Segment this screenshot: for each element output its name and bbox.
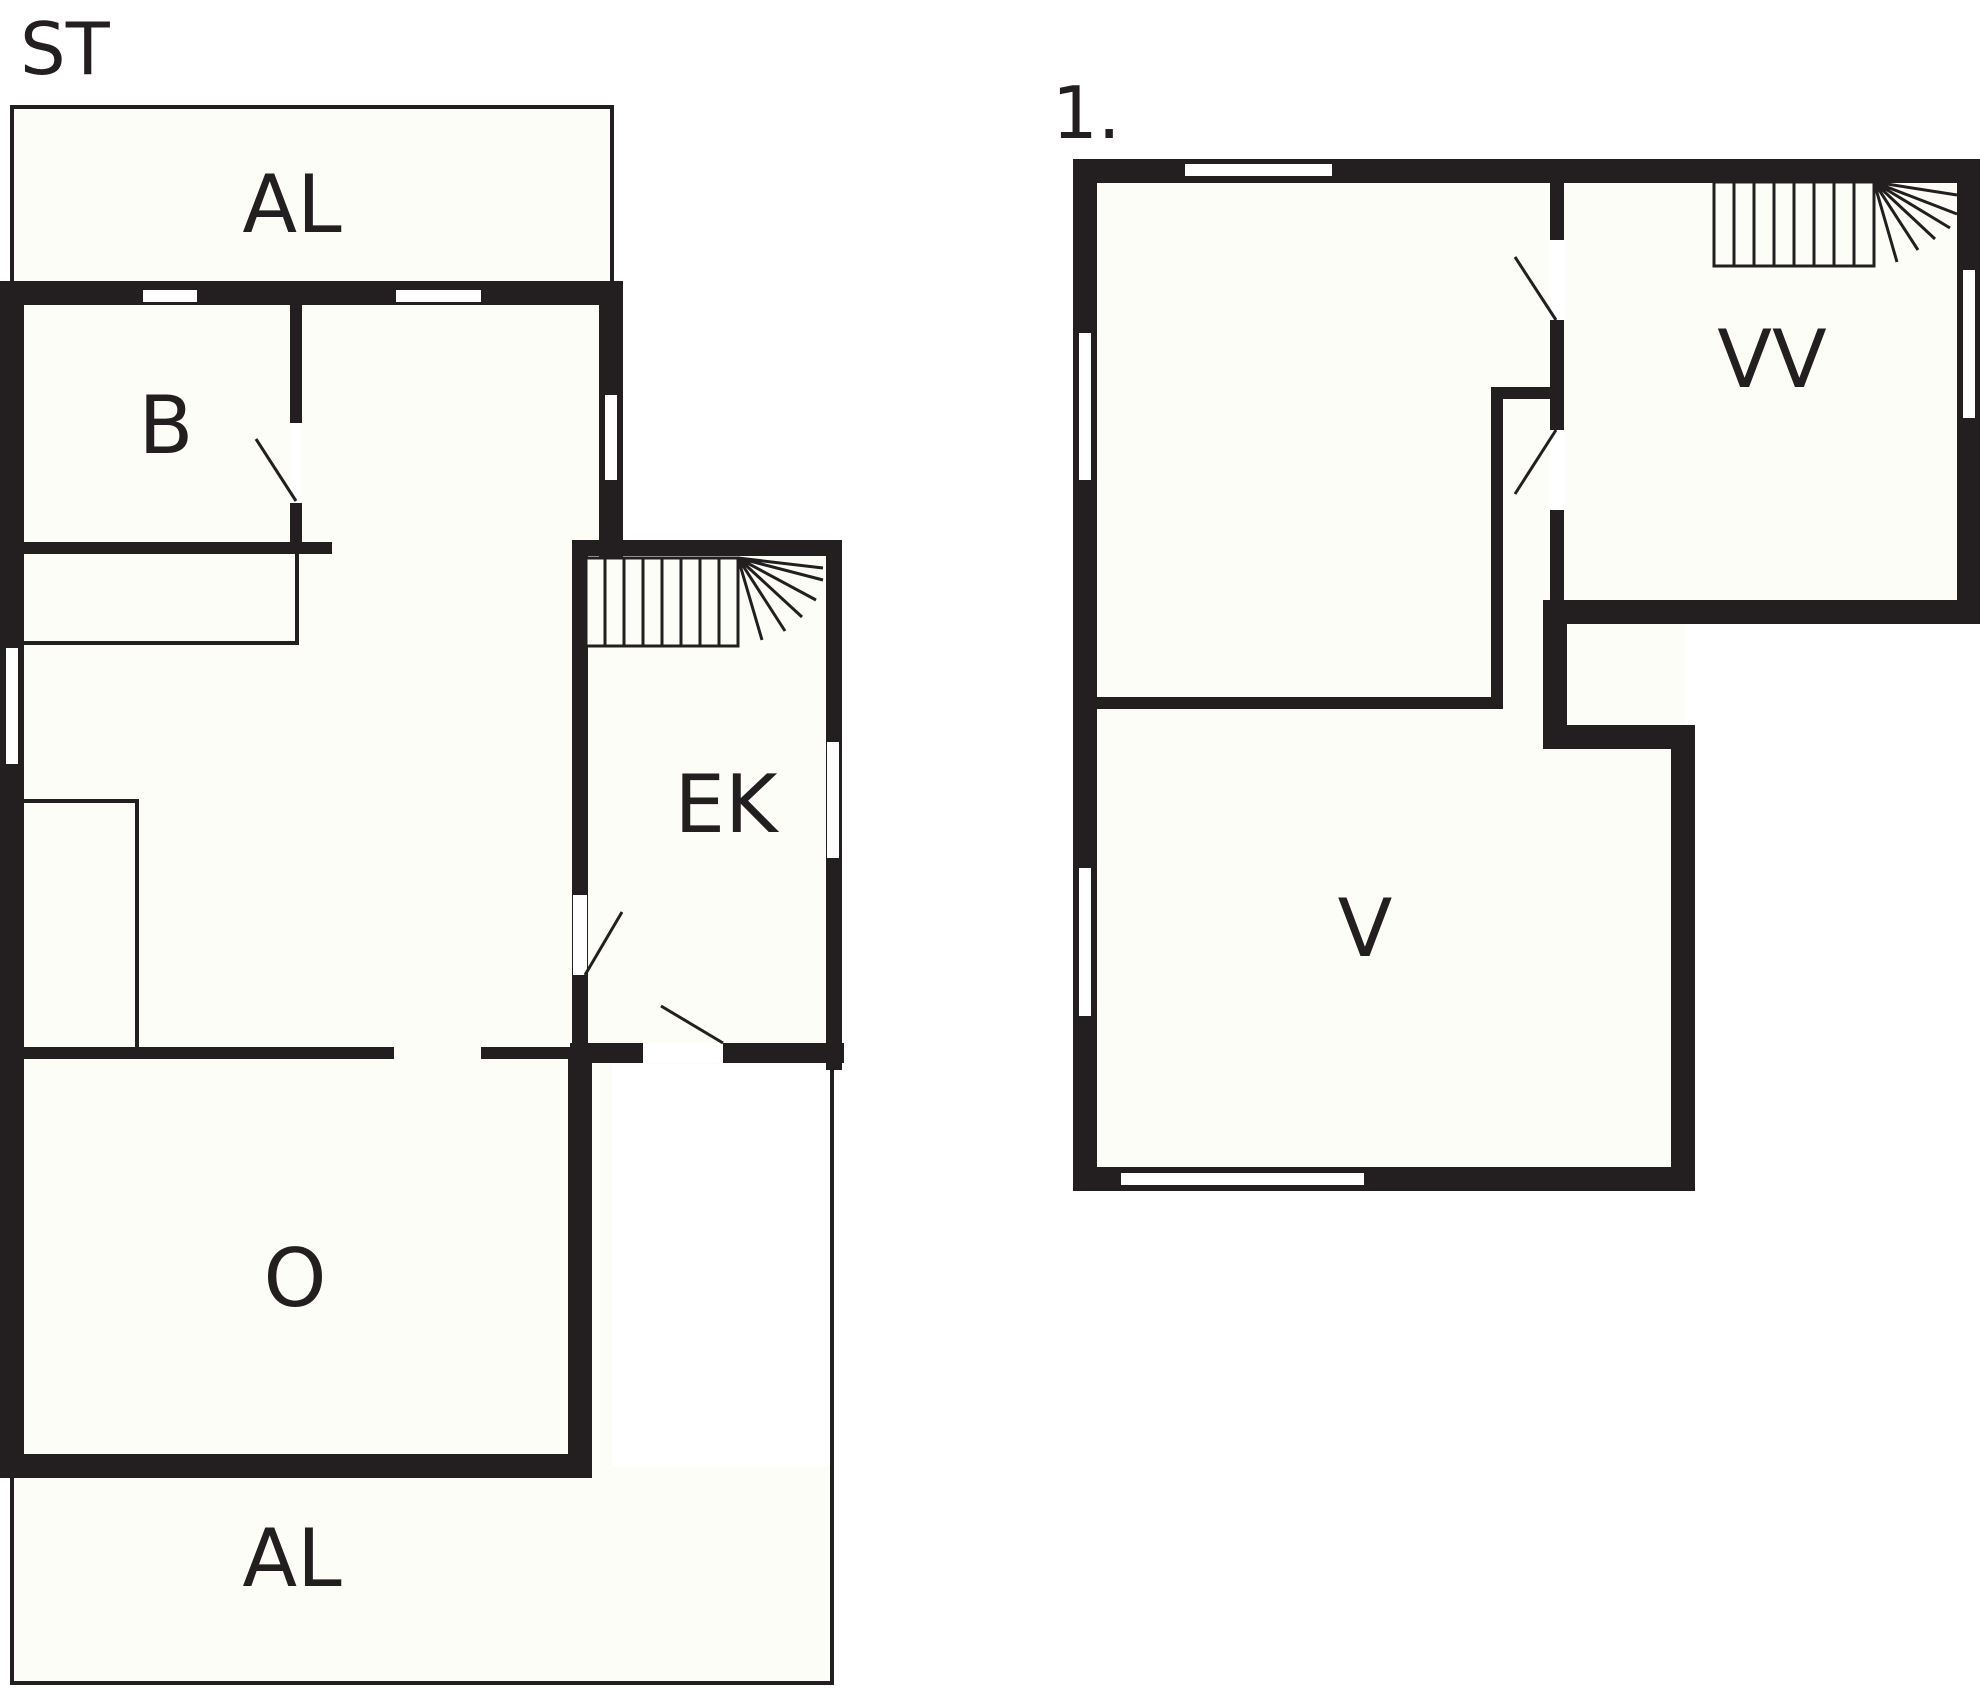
door-leaf bbox=[660, 1004, 724, 1045]
balcony-bottom-floor bbox=[12, 1466, 832, 1683]
room-label-vv: VV bbox=[1717, 313, 1827, 406]
floor-st bbox=[0, 105, 844, 1685]
window bbox=[827, 742, 839, 858]
balcony-top-floor bbox=[12, 107, 612, 285]
window bbox=[1185, 164, 1332, 176]
window bbox=[143, 290, 197, 302]
balcony-bottom-outline bbox=[10, 1062, 834, 1685]
door-opening bbox=[1549, 430, 1565, 510]
room-label-balcony-top: AL bbox=[242, 158, 342, 251]
window bbox=[396, 290, 481, 302]
window bbox=[1121, 1173, 1364, 1185]
staircase bbox=[584, 556, 824, 648]
room-label-v: V bbox=[1338, 882, 1393, 975]
window bbox=[1963, 270, 1975, 418]
floor-1 bbox=[1073, 159, 1980, 1191]
door-opening bbox=[290, 423, 302, 503]
room-label-ek: EK bbox=[674, 758, 780, 851]
floor-label-first: 1. bbox=[1052, 71, 1121, 155]
floor-label-st: ST bbox=[20, 7, 111, 91]
room-label-o: O bbox=[264, 1232, 327, 1325]
room-label-b: B bbox=[139, 379, 194, 472]
door-opening bbox=[643, 1043, 723, 1063]
door-leaf bbox=[254, 438, 298, 502]
door-opening bbox=[573, 895, 587, 975]
staircase bbox=[1712, 180, 1958, 268]
door-leaf bbox=[1513, 256, 1558, 321]
door-leaf bbox=[583, 911, 624, 976]
door-leaf bbox=[1513, 429, 1558, 495]
door-opening bbox=[1549, 240, 1565, 320]
window bbox=[1079, 333, 1091, 480]
window bbox=[605, 395, 617, 480]
main-floor bbox=[12, 291, 612, 1466]
cabinet-outline bbox=[22, 799, 139, 1050]
room-label-balcony-bottom: AL bbox=[242, 1512, 342, 1605]
window bbox=[6, 648, 18, 764]
balcony-top-outline bbox=[10, 105, 614, 285]
window bbox=[1079, 868, 1091, 1016]
